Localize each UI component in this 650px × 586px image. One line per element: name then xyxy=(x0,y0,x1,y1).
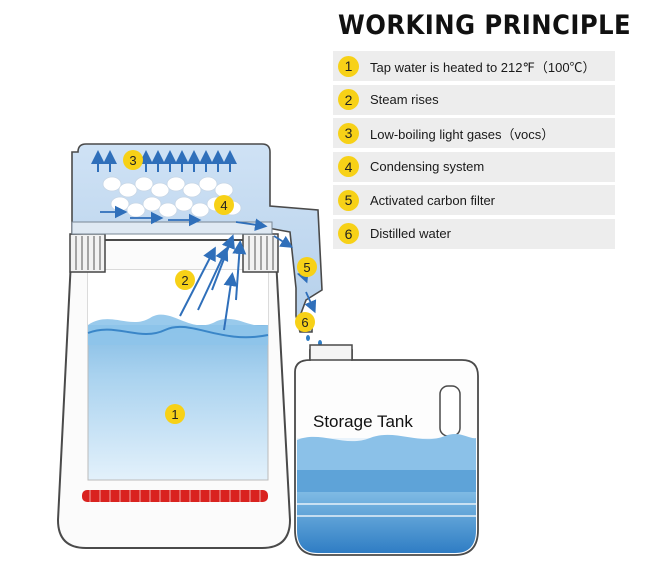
boiler-body xyxy=(56,233,292,549)
legend-label: Tap water is heated to 212℉（100℃） xyxy=(370,59,596,75)
marker-3: 3 xyxy=(129,153,136,168)
marker-5: 5 xyxy=(303,260,310,275)
legend-badge: 1 xyxy=(338,55,359,77)
legend-badge: 3 xyxy=(338,122,359,144)
storage-tank-label: Storage Tank xyxy=(313,412,413,431)
storage-tank xyxy=(294,344,479,556)
legend-item: 2 Steam rises xyxy=(333,84,615,115)
heater-element xyxy=(82,490,268,502)
page-title: WORKING PRINCIPLE xyxy=(338,10,632,41)
legend-badge: 6 xyxy=(338,223,359,244)
legend-item: 6 Distilled water xyxy=(333,218,615,249)
legend-label: Condensing system xyxy=(370,159,485,174)
marker-6: 6 xyxy=(301,315,308,330)
legend-item: 4 Condensing system xyxy=(333,151,615,182)
legend-item: 5 Activated carbon filter xyxy=(333,185,615,215)
legend-item: 3 Low-boiling light gases（vocs） xyxy=(333,118,615,148)
marker-4: 4 xyxy=(220,198,227,213)
legend-label: Steam rises xyxy=(370,92,439,107)
legend-label: Low-boiling light gases（vocs） xyxy=(370,126,555,142)
legend-label: Distilled water xyxy=(370,226,451,241)
legend-item: 1 Tap water is heated to 212℉（100℃） xyxy=(333,51,615,81)
steam-arrows xyxy=(179,234,247,331)
legend-badge: 4 xyxy=(338,156,359,177)
legend-badge: 2 xyxy=(338,89,359,110)
marker-2: 2 xyxy=(181,273,188,288)
legend: 1 Tap water is heated to 212℉（100℃） 2 St… xyxy=(333,51,615,252)
legend-badge: 5 xyxy=(338,189,359,211)
legend-label: Activated carbon filter xyxy=(370,192,496,208)
marker-1: 1 xyxy=(171,407,178,422)
diagram-markers: 1 2 3 4 5 6 xyxy=(123,150,317,424)
